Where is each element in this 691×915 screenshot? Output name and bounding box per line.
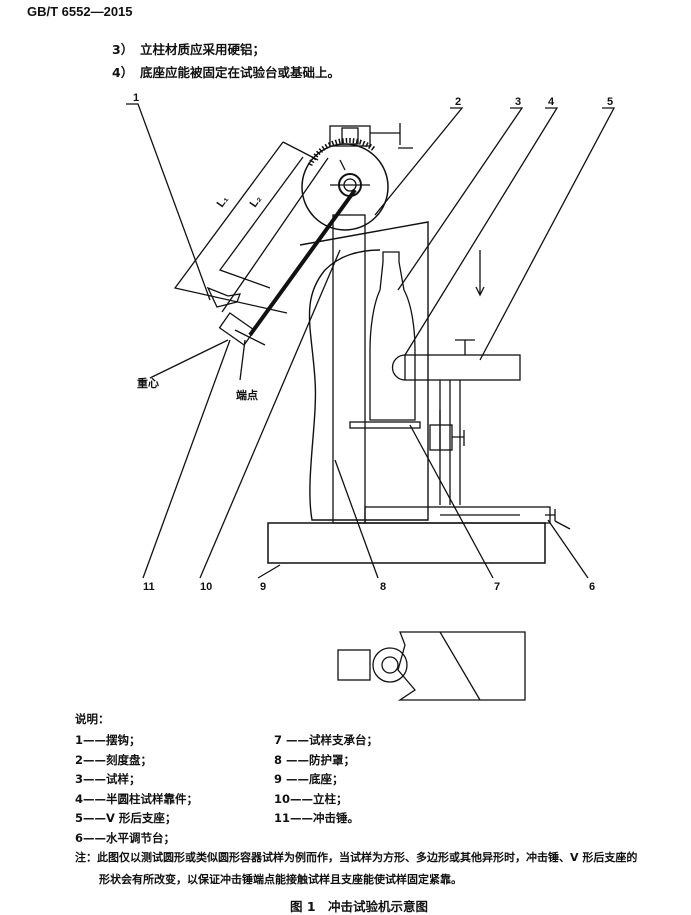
callout-8: 8 xyxy=(380,581,386,593)
label-end-point: 端点 xyxy=(236,388,258,402)
legend-item: 4——半圆柱试样靠件； xyxy=(75,792,199,806)
list-item-4-num: 4） xyxy=(112,65,134,80)
note-line-1: 注：此图仅以测试圆形或类似圆形容器试样为例而作，当试样为方形、多边形或其他异形时… xyxy=(75,851,638,864)
label-center-of-gravity: 重心 xyxy=(137,376,159,390)
list-item-3-text: 立柱材质应采用硬铝； xyxy=(140,42,266,57)
hammer-detail xyxy=(337,649,371,681)
figure-caption: 图 1 冲击试验机示意图 xyxy=(290,899,429,914)
pendulum-arm xyxy=(248,188,357,337)
base xyxy=(267,522,546,564)
legend-item: 1——摆钩； xyxy=(75,733,141,747)
callout-5: 5 xyxy=(607,96,613,108)
pendulum-frame xyxy=(221,157,346,313)
semicylinder-support xyxy=(404,354,521,381)
v-support-detail xyxy=(397,631,526,701)
list-item-4-text: 底座应能被固定在试验台或基础上。 xyxy=(140,65,341,80)
adjust-handle xyxy=(545,509,571,530)
hook xyxy=(206,286,242,308)
label-l2: L₂ xyxy=(248,193,265,209)
impact-hammer xyxy=(218,312,256,346)
label-l1: L₁ xyxy=(215,193,232,209)
callout-4: 4 xyxy=(548,96,555,108)
legend-item: 10——立柱； xyxy=(274,792,348,806)
specimen-detail xyxy=(372,647,408,683)
bottle-specimen xyxy=(369,251,416,421)
callout-9: 9 xyxy=(260,581,266,593)
protective-guard xyxy=(299,221,429,521)
legend-item: 11——冲击锤。 xyxy=(274,811,360,825)
callout-6: 6 xyxy=(589,581,595,593)
callout-11: 11 xyxy=(143,581,155,593)
callout-7: 7 xyxy=(494,581,500,593)
callout-2: 2 xyxy=(455,96,461,108)
legend-item: 2——刻度盘； xyxy=(75,753,153,767)
legend-item: 7 ——试样支承台； xyxy=(274,733,379,747)
legend-item: 9 ——底座； xyxy=(274,772,344,786)
pendulum-outer xyxy=(173,141,319,314)
callout-1: 1 xyxy=(133,92,139,104)
specimen-support-table xyxy=(349,421,421,429)
legend-item: 3——试样； xyxy=(75,772,141,786)
legend-item: 8 ——防护罩； xyxy=(274,753,356,767)
list-item-3-num: 3） xyxy=(112,42,134,57)
standard-number: GB/T 6552—2015 xyxy=(27,4,133,19)
pendulum-inner xyxy=(218,156,304,289)
callout-3: 3 xyxy=(515,96,521,108)
callout-10: 10 xyxy=(200,581,212,593)
note-line-2: 形状会有所改变，以保证冲击锤端点能接触试样且支座能使试样固定紧靠。 xyxy=(99,873,462,886)
legend-item: 5——V 形后支座； xyxy=(75,811,177,825)
column xyxy=(332,214,366,524)
legend-item: 6——水平调节台； xyxy=(75,831,176,845)
legend-title: 说明： xyxy=(75,712,110,726)
